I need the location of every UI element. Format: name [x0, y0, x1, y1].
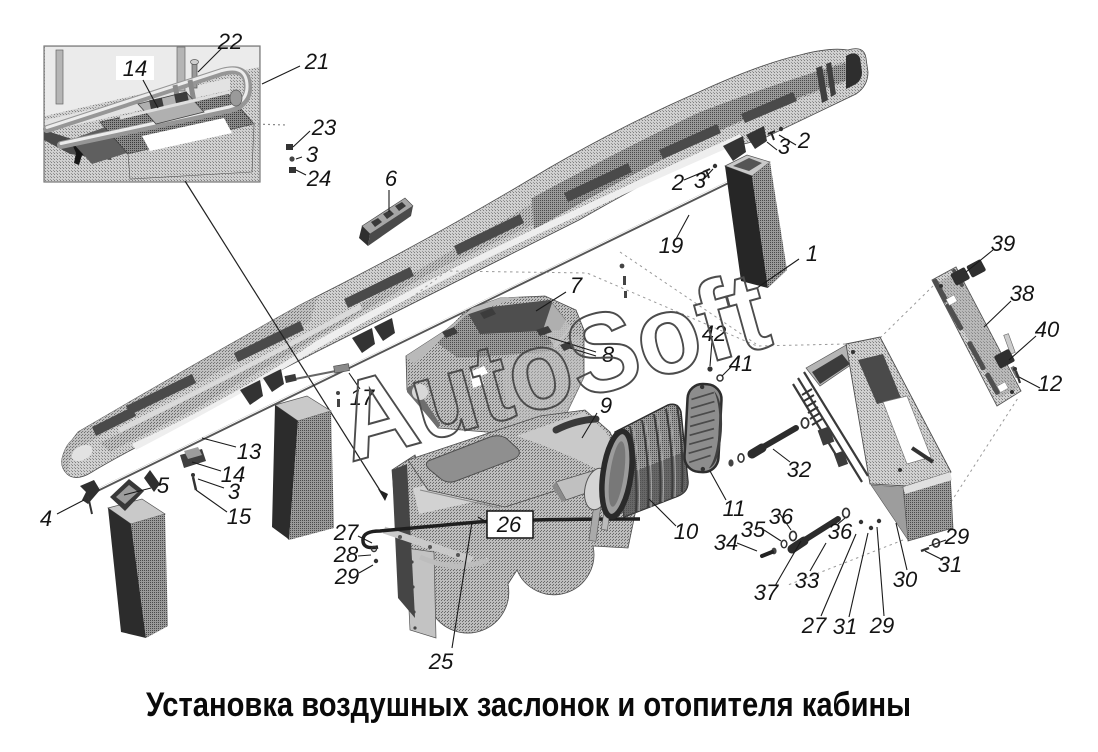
svg-text:38: 38 [1010, 281, 1035, 306]
svg-text:1: 1 [806, 241, 818, 266]
svg-text:39: 39 [991, 231, 1015, 256]
svg-text:29: 29 [334, 564, 359, 589]
svg-text:33: 33 [795, 568, 820, 593]
svg-text:3: 3 [778, 134, 791, 159]
svg-text:41: 41 [729, 351, 753, 376]
svg-text:14: 14 [123, 56, 147, 81]
svg-text:Установка воздушных заслонок и: Установка воздушных заслонок и отопителя… [146, 686, 911, 724]
svg-text:29: 29 [869, 613, 894, 638]
svg-text:25: 25 [428, 649, 454, 674]
svg-text:29: 29 [944, 524, 969, 549]
svg-text:2: 2 [671, 170, 684, 195]
svg-text:37: 37 [754, 580, 779, 605]
svg-text:13: 13 [237, 439, 262, 464]
svg-text:35: 35 [741, 517, 766, 542]
svg-text:4: 4 [40, 506, 52, 531]
svg-text:5: 5 [157, 473, 170, 498]
svg-text:24: 24 [306, 166, 331, 191]
svg-text:36: 36 [828, 519, 853, 544]
svg-text:9: 9 [600, 393, 612, 418]
svg-text:32: 32 [787, 457, 811, 482]
svg-text:3: 3 [228, 479, 241, 504]
svg-text:6: 6 [385, 166, 398, 191]
svg-text:15: 15 [227, 504, 252, 529]
svg-text:3: 3 [694, 168, 707, 193]
svg-text:19: 19 [659, 233, 683, 258]
svg-text:12: 12 [1038, 371, 1062, 396]
svg-text:2: 2 [797, 128, 810, 153]
svg-text:27: 27 [333, 520, 359, 545]
svg-text:8: 8 [602, 342, 615, 367]
svg-text:23: 23 [311, 115, 337, 140]
svg-text:14: 14 [221, 462, 245, 487]
svg-text:26: 26 [496, 512, 522, 537]
svg-text:27: 27 [801, 613, 827, 638]
svg-text:36: 36 [769, 504, 794, 529]
svg-text:34: 34 [714, 530, 738, 555]
svg-text:10: 10 [674, 519, 699, 544]
svg-text:17: 17 [350, 385, 375, 410]
svg-text:30: 30 [893, 567, 918, 592]
svg-text:40: 40 [1035, 317, 1060, 342]
svg-text:7: 7 [570, 273, 583, 298]
svg-text:21: 21 [304, 49, 329, 74]
svg-text:22: 22 [217, 29, 242, 54]
svg-text:31: 31 [938, 552, 962, 577]
svg-text:11: 11 [723, 496, 746, 521]
svg-text:28: 28 [333, 542, 359, 567]
svg-text:42: 42 [702, 321, 726, 346]
svg-text:3: 3 [306, 142, 319, 167]
svg-text:31: 31 [833, 614, 857, 639]
